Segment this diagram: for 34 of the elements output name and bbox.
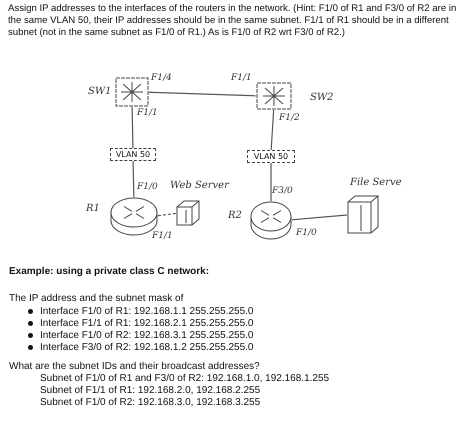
body-text: What are the subnet IDs and their broadcast addresses?: [9, 361, 260, 373]
connector-line: [132, 160, 134, 198]
question-text: Assign IP addresses to the interfaces of the routers in the network. (Hint: F1/0 of R1 and F3/0 of R2 are in the same VLAN 50, their IP addresses should be in the same subnet. F1/1 of R1 should be in a different subnet (not in the same subnet as F1/0 of R1.) As is F1/0 of R2 wrt F3/0 of R2.): [8, 3, 458, 39]
device-label: R1: [86, 203, 100, 214]
device-label: SW2: [310, 92, 334, 103]
body-text: The IP address and the subnet mask of: [9, 293, 184, 305]
port-label: F1/1: [152, 231, 173, 241]
port-label: F1/4: [151, 73, 172, 83]
port-label: F1/2: [279, 113, 300, 123]
device-label: R2: [228, 210, 242, 221]
device-label: File Serve: [350, 177, 402, 188]
body-text: Subnet of F1/0 of R2: 192.168.3.0, 192.168.3.255: [40, 397, 260, 409]
port-label: F1/1: [231, 73, 252, 83]
device-label: Web Server: [170, 180, 229, 191]
port-label: F1/0: [296, 228, 317, 238]
list-item: Interface F1/0 of R1: 192.168.1.1 255.255.255.0: [40, 306, 254, 318]
port-label: F1/0: [137, 182, 158, 192]
vlan-box: VLAN 50: [247, 150, 295, 163]
body-text: Subnet of F1/1 of R1: 192.168.2.0, 192.168.2.255: [40, 385, 260, 397]
connector-line: [132, 106, 134, 148]
port-label: F1/1: [137, 108, 158, 118]
body-text: Subnet of F1/0 of R1 and F3/0 of R2: 192.168.1.0, 192.168.1.255: [40, 373, 330, 385]
device-label: SW1: [88, 86, 112, 97]
connector-line: [270, 163, 272, 201]
vlan-box: VLAN 50: [110, 148, 156, 161]
list-item: Interface F1/0 of R2: 192.168.3.1 255.255.255.0: [40, 330, 254, 342]
connector-line: [270, 110, 274, 150]
connector-line: [148, 92, 256, 96]
list-item: Interface F3/0 of R2: 192.168.1.2 255.255.255.0: [40, 342, 254, 354]
dashed-connector: [158, 212, 176, 216]
section-heading: Example: using a private class C network:: [9, 266, 210, 278]
list-item: Interface F1/1 of R1: 192.168.2.1 255.255.255.0: [40, 318, 254, 330]
port-label: F3/0: [272, 186, 293, 196]
connector-line: [292, 214, 348, 220]
